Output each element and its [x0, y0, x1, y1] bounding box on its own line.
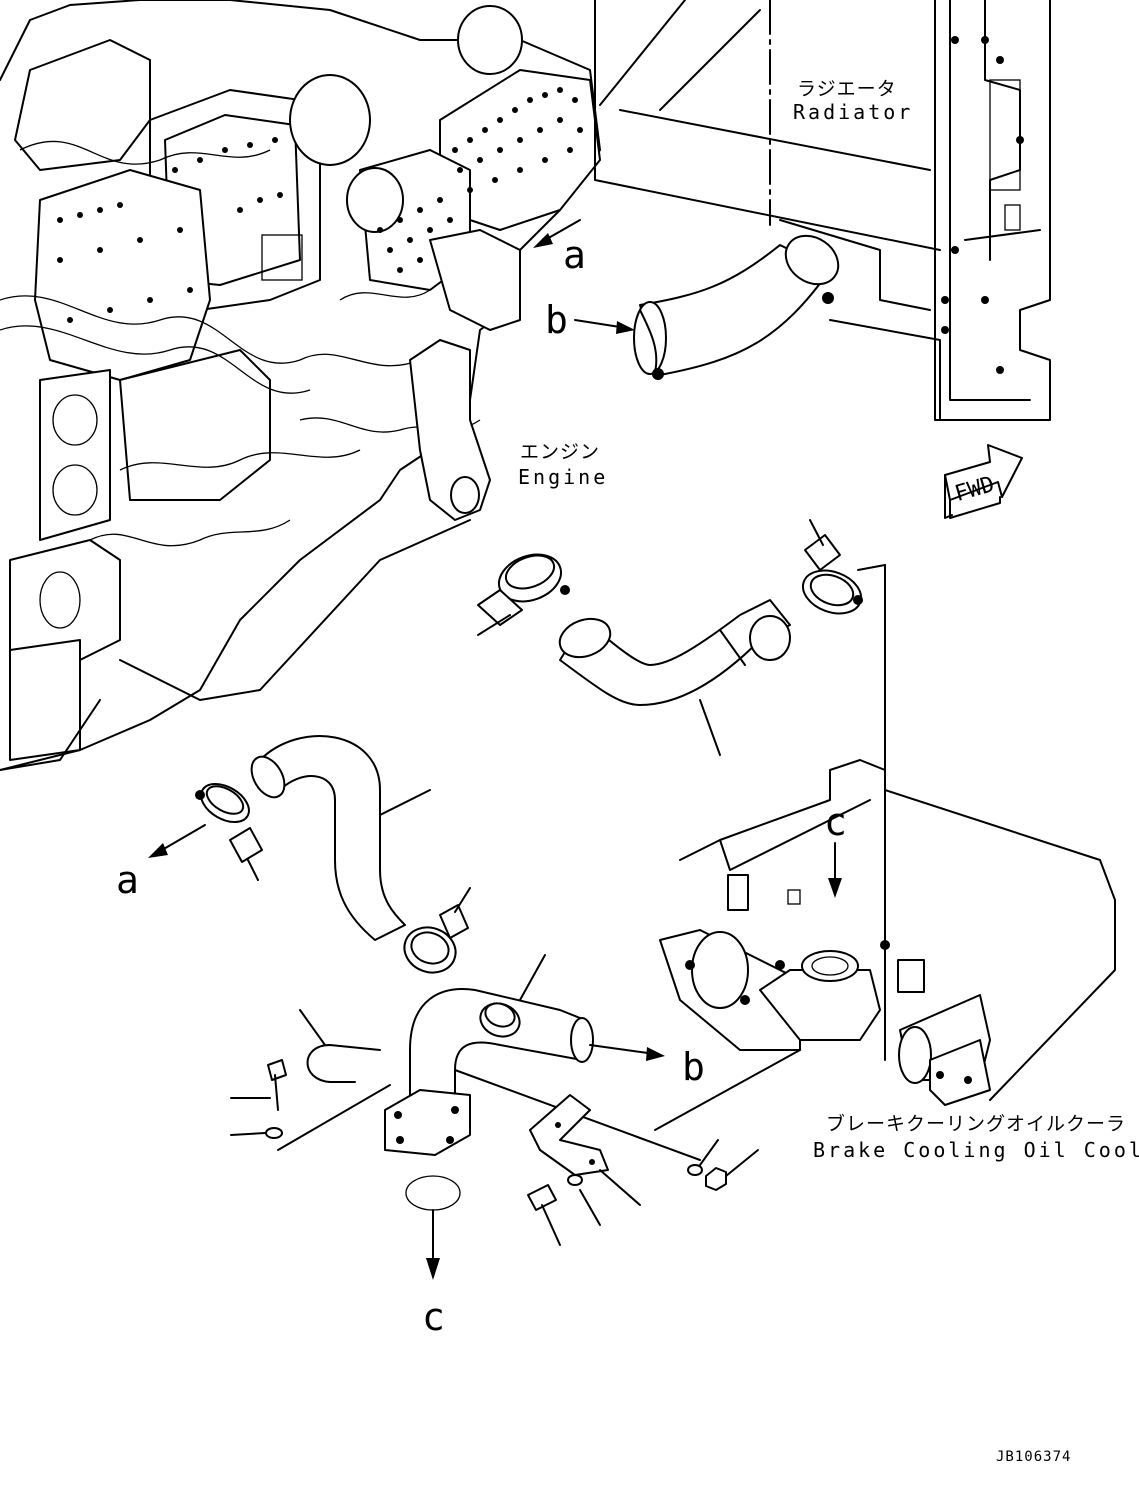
ref-label-c-right: c [824, 800, 847, 844]
radiator-label-jp: ラジエータ [797, 78, 897, 100]
fwd-arrow-icon: FWD [944, 444, 1023, 519]
radiator-label-en: Radiator [793, 100, 913, 124]
middle-pipe [558, 599, 791, 756]
ref-label-b-right: b [682, 1045, 705, 1089]
cooler-label-en: Brake Cooling Oil Cooler [813, 1138, 1139, 1162]
engine-label-en: Engine [518, 465, 608, 489]
arrow-b-top [574, 319, 635, 334]
engine-drawing [0, 0, 601, 771]
cooler-label-jp: ブレーキクーリングオイルクーラ [826, 1112, 1126, 1135]
ref-label-c-bottom: c [422, 1295, 445, 1339]
arrow-c-bottom [426, 1209, 440, 1280]
nut-washer-right [687, 1139, 759, 1191]
arrow-b-right [589, 1044, 665, 1061]
ref-label-b-top: b [545, 298, 568, 342]
bolt-washer-left [230, 1059, 391, 1151]
hose-clamp-left [195, 783, 263, 881]
ref-label-a-top: a [563, 233, 586, 277]
bracket [527, 1094, 641, 1246]
drawing-code: JB106374 [996, 1449, 1071, 1465]
hose-clamp-right [801, 519, 863, 615]
engine-label-jp: エンジン [520, 441, 600, 463]
arrow-a-left [148, 824, 206, 858]
radiator-drawing [594, 0, 1051, 421]
arrow-a-top [533, 219, 581, 248]
radiator-hose [633, 234, 840, 380]
hose-clamp-lower [403, 887, 471, 974]
elbow-fitting [384, 954, 701, 1161]
u-bolt [299, 1009, 381, 1083]
ref-label-a-left: a [116, 858, 139, 902]
gasket [405, 1175, 461, 1211]
oil-cooler-drawing [654, 564, 1116, 1131]
arrow-c-right [828, 842, 842, 898]
lower-hose [250, 735, 431, 941]
hose-clamp-upper [477, 553, 570, 636]
